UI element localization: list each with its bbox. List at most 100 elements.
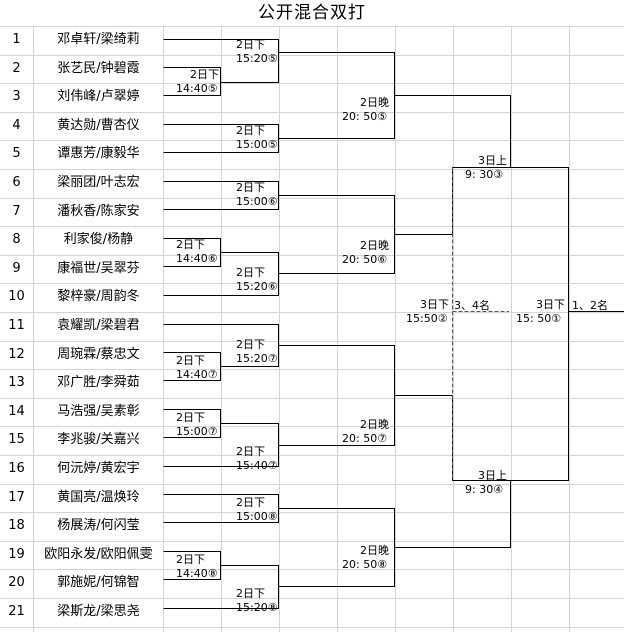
- match-day-label: 2日下: [236, 587, 265, 600]
- match-time-label: 15:00⑤: [236, 138, 278, 151]
- row-number: 16: [8, 461, 25, 476]
- grid-row-line: [0, 512, 624, 514]
- grid-col-line: [337, 26, 338, 632]
- grid-col-line: [453, 26, 454, 632]
- player-pair-name: 杨展涛/何闪莹: [57, 518, 140, 534]
- match-day-label: 2日下: [236, 38, 265, 51]
- match-time-label: 20: 50⑧: [342, 558, 388, 571]
- grid-row-line: [0, 626, 624, 628]
- row-number: 9: [12, 260, 21, 276]
- grid-row-line: [0, 455, 624, 456]
- bracket-line-m2: [163, 39, 279, 83]
- bracket-line-third-place: [452, 167, 509, 481]
- match-day-label: 2日下: [236, 181, 265, 194]
- row-number: 18: [8, 518, 25, 534]
- player-pair-name: 康福世/吴翠芬: [57, 260, 140, 276]
- grid-row-line: [0, 369, 624, 371]
- page-title: 公开混合双打: [258, 3, 366, 23]
- grid-row-line: [0, 140, 624, 142]
- row-number: 10: [8, 289, 25, 305]
- match-day-label: 2日下: [176, 411, 205, 424]
- player-pair-name: 黄达勋/曹杏仪: [57, 117, 140, 133]
- match-day-label: 2日下: [236, 124, 265, 137]
- player-pair-name: 郭施妮/何锦智: [57, 575, 140, 591]
- match-day-label: 2日晚: [360, 96, 389, 109]
- grid-col-line: [569, 26, 570, 632]
- grid-row-line: [0, 226, 624, 228]
- match-day-label: 2日晚: [360, 544, 389, 557]
- row-number: 7: [12, 203, 21, 219]
- match-day-label: 2日下: [236, 266, 265, 279]
- match-time-label: 20: 50⑤: [342, 110, 388, 123]
- player-pair-name: 谭惠芳/康毅华: [57, 146, 140, 162]
- match-day-label: 2日晚: [360, 418, 389, 431]
- match-time-label: 15:00⑥: [236, 195, 278, 208]
- match-time-label: 14:40⑤: [176, 82, 218, 95]
- match-time-label: 14:40⑥: [176, 252, 218, 265]
- row-number: 1: [12, 32, 21, 47]
- match-day-label: 2日下: [176, 354, 205, 367]
- row-number: 8: [12, 232, 21, 248]
- row-number: 5: [12, 146, 21, 162]
- grid-row-line: [0, 598, 624, 599]
- grid-row-line: [0, 283, 624, 285]
- row-number: 2: [12, 60, 21, 76]
- grid-col-line: [511, 26, 512, 632]
- grid-row-line: [0, 397, 624, 399]
- player-pair-name: 邓广胜/李舜茹: [57, 375, 140, 391]
- grid-row-line: [0, 569, 624, 571]
- match-time-label: 20: 50⑥: [342, 253, 388, 266]
- match-time-label: 15:20⑥: [236, 280, 278, 293]
- match-day-label: 3日上: [478, 154, 507, 167]
- grid-row-line: [0, 54, 624, 56]
- grid-col-line: [221, 26, 222, 632]
- grid-row-line: [0, 340, 624, 342]
- match-time-label: 15: 50①: [516, 312, 562, 325]
- grid-col-line: [395, 26, 396, 632]
- grid-col-line: [279, 26, 280, 632]
- match-day-label: 3日上: [478, 469, 507, 482]
- match-time-label: 15:20⑧: [236, 601, 278, 614]
- match-day-label: 2日下: [236, 338, 265, 351]
- row-number: 14: [8, 403, 25, 419]
- match-time-label: 14:40⑦: [176, 368, 218, 381]
- third-fourth-place-label: 3、4名: [454, 299, 490, 312]
- match-day-label: 2日下: [236, 496, 265, 509]
- grid-row-line: [0, 111, 624, 113]
- match-day-label: 3日下: [420, 298, 449, 311]
- player-pair-name: 欧阳永发/欧阳佩雯: [44, 546, 153, 562]
- row-number: 21: [8, 604, 25, 619]
- player-pair-name: 刘伟峰/卢翠婷: [57, 89, 140, 105]
- match-time-label: 15:00⑦: [176, 425, 218, 438]
- row-number: 19: [8, 546, 25, 562]
- player-pair-name: 潘秋香/陈家安: [57, 203, 140, 219]
- row-number: 17: [8, 489, 25, 505]
- row-number: 12: [8, 346, 25, 362]
- grid-col-line: [163, 26, 164, 632]
- player-pair-name: 张艺民/钟碧霞: [57, 60, 140, 76]
- grid-row-line: [0, 312, 624, 313]
- match-time-label: 20: 50⑦: [342, 432, 388, 445]
- player-pair-name: 利家俊/杨静: [63, 232, 134, 248]
- player-pair-name: 李兆骏/关嘉兴: [57, 432, 140, 448]
- match-day-label: 2日下: [176, 238, 205, 251]
- player-pair-name: 梁丽团/叶志宏: [57, 175, 140, 190]
- grid-row-line: [0, 254, 624, 256]
- row-number: 15: [8, 432, 25, 448]
- player-pair-name: 黎梓豪/周韵冬: [57, 289, 140, 305]
- match-time-label: 9: 30④: [465, 483, 504, 496]
- player-pair-name: 黄国亮/温焕玲: [57, 489, 140, 505]
- grid-row-line: [0, 197, 624, 199]
- first-second-place-label: 1、2名: [572, 299, 608, 312]
- match-time-label: 15:20⑦: [236, 352, 278, 365]
- match-day-label: 2日下: [236, 445, 265, 458]
- bracket-line-m1: [163, 67, 221, 96]
- match-day-label: 3日下: [536, 298, 565, 311]
- row-number: 3: [12, 89, 21, 105]
- bracket-line-m8: [163, 352, 221, 381]
- match-day-label: 2日晚: [360, 239, 389, 252]
- grid-row-line: [0, 26, 624, 27]
- match-day-label: 2日下: [190, 68, 219, 81]
- player-pair-name: 梁斯龙/梁思尧: [57, 604, 140, 619]
